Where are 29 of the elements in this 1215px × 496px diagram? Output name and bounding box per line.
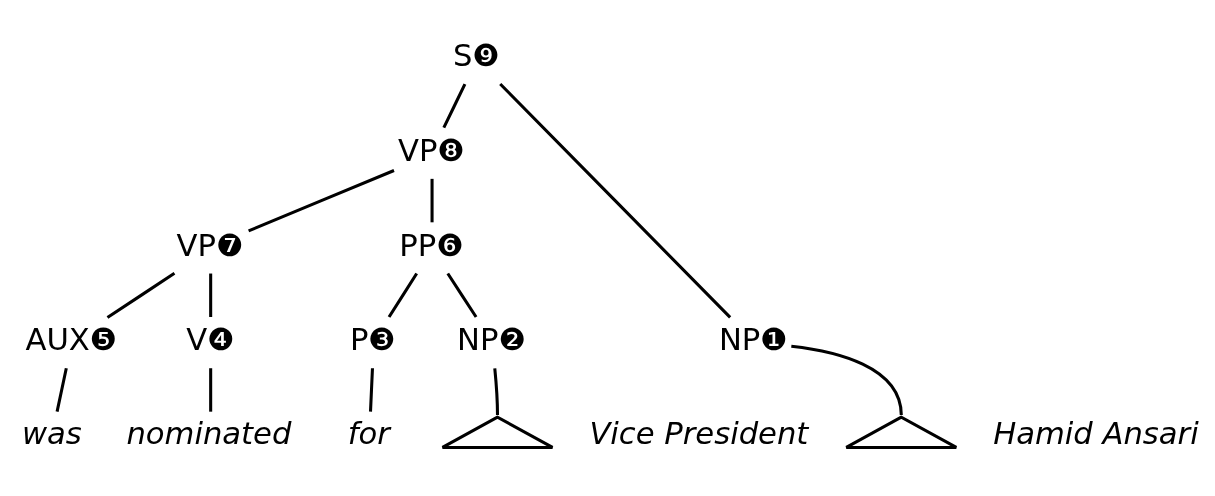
node-text: nominated: [126, 415, 292, 451]
node-text: VP❼: [176, 227, 244, 263]
connector: [791, 344, 903, 416]
node-triangle: [440, 415, 555, 449]
connector: [209, 368, 213, 412]
connector: [248, 169, 395, 233]
connector: [442, 83, 467, 129]
node-text: PP❻: [399, 227, 464, 263]
node-text: VP❽: [397, 133, 465, 169]
node-text: S❾: [452, 38, 500, 74]
node-text: AUX❺: [25, 322, 118, 358]
connector: [430, 178, 434, 223]
node-text: V❹: [186, 322, 235, 358]
node-label: Hamid Ansari: [993, 415, 1199, 451]
connector: [387, 272, 418, 318]
node-text: for: [347, 415, 390, 451]
connector: [368, 368, 374, 412]
node-text: was: [21, 415, 82, 451]
node-text: P❸: [349, 322, 396, 358]
connector: [55, 367, 68, 412]
connector: [446, 272, 478, 318]
node-triangle: [844, 415, 958, 449]
connector: [499, 82, 732, 319]
node-label: Vice President: [589, 415, 809, 451]
connector: [106, 272, 176, 319]
node-text: NP❷: [457, 322, 526, 358]
connector: [493, 368, 500, 416]
connector: [209, 273, 213, 317]
node-text: NP❶: [718, 322, 788, 358]
